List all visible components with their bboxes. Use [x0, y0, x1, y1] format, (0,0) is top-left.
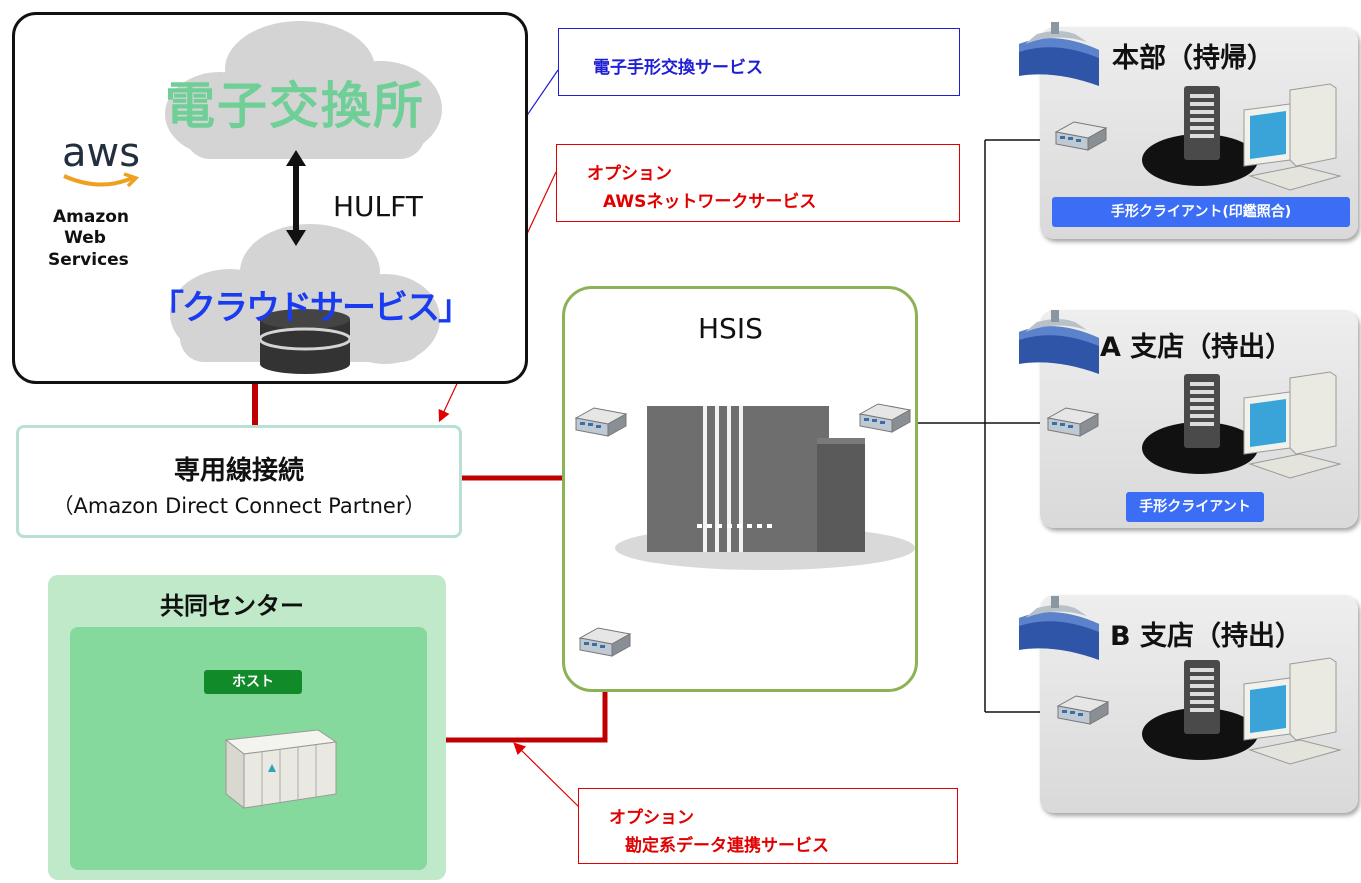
exchange-cloud-shape	[165, 21, 442, 159]
hsis-title: HSIS	[698, 312, 763, 345]
site-branch-b-title: B 支店（持出）	[1110, 621, 1302, 652]
site-hq-client-tag: 手形クライアント(印鑑照合)	[1052, 197, 1350, 227]
workstation-icon	[1142, 371, 1342, 479]
direct-connect-box: 専用線接続 （Amazon Direct Connect Partner）	[16, 425, 462, 538]
e-bill-callout: 電子手形交換サービス	[558, 28, 960, 96]
data-center-building-icon	[615, 406, 915, 570]
direct-connect-title: 専用線接続	[173, 456, 304, 486]
aws-name-line1: Amazon	[53, 207, 130, 227]
host-tag: ホスト	[204, 670, 302, 694]
router-icon	[1046, 407, 1100, 437]
aws-logo-text: aws	[62, 130, 141, 176]
aws-option-line1: オプション	[587, 164, 672, 184]
accounting-option-callout: オプション 勘定系データ連携サービス	[578, 788, 958, 864]
workstation-icon	[1142, 657, 1342, 765]
cloud-service-label: 「クラウドサービス」	[150, 288, 472, 328]
e-bill-callout-text: 電子手形交換サービス	[593, 58, 763, 78]
router-icon	[1054, 121, 1108, 151]
site-branch-a-title: A 支店（持出）	[1100, 332, 1293, 363]
cloud-graphics	[165, 21, 442, 374]
bank-building-icon	[1019, 596, 1099, 660]
hulft-double-arrow-icon	[286, 150, 306, 246]
direct-connect-subtitle: （Amazon Direct Connect Partner）	[52, 494, 426, 518]
hulft-label: HULFT	[333, 190, 423, 223]
aws-option-line2: AWSネットワークサービス	[603, 192, 817, 212]
shared-center-title: 共同センター	[160, 592, 304, 620]
site-hq-title: 本部（持帰）	[1112, 43, 1274, 74]
aws-smile-icon	[63, 172, 140, 188]
aws-option-callout: オプション AWSネットワークサービス	[556, 144, 960, 222]
aws-name-line2: Web	[64, 228, 106, 248]
accounting-option-line2: 勘定系データ連携サービス	[625, 836, 829, 856]
exchange-title: 電子交換所	[165, 77, 425, 135]
database-icon	[258, 309, 352, 374]
accounting-option-arrow	[513, 742, 581, 809]
site-branch-a-client-tag: 手形クライアント	[1126, 492, 1264, 522]
bank-building-icon	[1019, 22, 1099, 86]
router-icon	[1056, 695, 1110, 725]
router-icon	[578, 627, 632, 657]
host-mainframe-icon	[224, 729, 338, 810]
workstation-icon	[1142, 83, 1342, 191]
accounting-option-line1: オプション	[609, 808, 694, 828]
router-icon	[574, 407, 628, 437]
router-icon	[858, 403, 912, 433]
bank-building-icon	[1019, 310, 1099, 374]
aws-name-line3: Services	[48, 250, 129, 270]
